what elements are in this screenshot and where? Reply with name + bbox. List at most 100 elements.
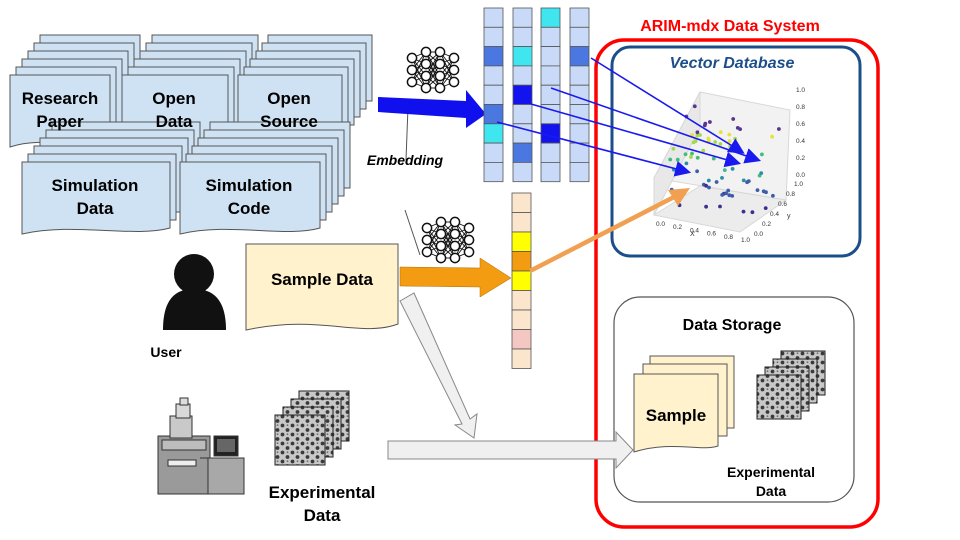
scatter-point (695, 155, 700, 160)
vector-cell (540, 65, 561, 86)
simulation-data-line1: Simulation (52, 176, 139, 195)
sample-data-label: Sample Data (271, 270, 374, 289)
scatter-point (690, 133, 694, 137)
y-tick-label: 1.0 (794, 181, 803, 188)
storage-sample-label: Sample (646, 406, 706, 425)
scatter-point (730, 194, 735, 198)
z-tick-label: 0.0 (796, 172, 805, 179)
vector-cell (569, 161, 590, 183)
scatter-point (668, 157, 673, 162)
z-tick-label: 1.0 (796, 87, 805, 94)
scatter-point (714, 180, 719, 184)
vector-cell (512, 65, 533, 86)
scatter-point (718, 204, 722, 209)
scatter-point (738, 127, 742, 131)
vector-cell (511, 290, 532, 311)
simulation-code-line1: Simulation (206, 176, 293, 195)
scatter-point (755, 188, 760, 193)
experimental-data-line2: Data (304, 506, 341, 525)
y-tick-label: 0.4 (770, 211, 779, 218)
scatter-point (718, 130, 723, 135)
research-paper-line2: Paper (36, 112, 84, 131)
storage-experimental-line2: Data (756, 483, 787, 499)
scatter-point (704, 183, 708, 188)
scatter-point (763, 206, 768, 211)
vector-cell (483, 123, 504, 144)
vector-cell (511, 212, 532, 233)
embedding-vector-column (569, 7, 590, 183)
scatter-point (701, 148, 706, 153)
vector-cell (569, 46, 590, 67)
scatter-point (711, 156, 716, 161)
document-stack (121, 34, 259, 148)
embedding-vector-column (483, 7, 504, 183)
scatter-point (713, 140, 718, 144)
vector-cell (540, 26, 561, 47)
vector-mapping-arrows (496, 57, 762, 177)
scatter-point (702, 123, 707, 128)
scatter-point (727, 193, 732, 198)
y-tick-label: 0.6 (778, 201, 787, 208)
scatter-point (726, 188, 731, 193)
embedding-leader-line (405, 106, 409, 161)
scatter-point (731, 117, 736, 121)
vector-cell (483, 26, 504, 47)
system-border (594, 38, 880, 529)
x-tick-label: 1.0 (741, 237, 750, 244)
document-stack (179, 121, 351, 235)
scatter-point (683, 152, 688, 157)
scatter-point (771, 193, 775, 198)
scatter-point (733, 136, 737, 141)
scatter-point (695, 169, 699, 174)
scatter-point (759, 171, 764, 176)
scatter-point (722, 168, 727, 173)
research-paper-line1: Research (22, 89, 99, 108)
x-tick-label: 0.4 (690, 227, 699, 234)
open-source-line2: Source (260, 112, 318, 131)
vector-cell (512, 161, 533, 183)
vector-cell (540, 161, 561, 183)
experimental-image-stack (274, 390, 350, 466)
scatter-point (730, 167, 735, 171)
storage-experimental-line1: Experimental (727, 464, 815, 480)
data-storage-title: Data Storage (683, 317, 782, 334)
z-tick-label: 0.6 (796, 121, 805, 128)
scatter-point (698, 133, 702, 137)
scatter-point (707, 185, 711, 190)
sample-storage-arrow (399, 292, 478, 439)
vector-cell (511, 251, 532, 272)
vector-cell (512, 7, 533, 28)
embedding-vector-column (540, 7, 561, 183)
scatter-point (695, 130, 700, 135)
system-title: ARIM-mdx Data System (640, 18, 820, 35)
experimental-image-stack (756, 350, 826, 420)
vector-cell (483, 104, 504, 125)
vector-cell (512, 84, 533, 105)
vector-cell (540, 46, 561, 67)
z-tick-label: 0.4 (796, 138, 805, 145)
embedding-arrow (378, 90, 486, 128)
vector-cell (483, 142, 504, 163)
scatter-point (761, 189, 766, 194)
neural-network-icon (421, 216, 475, 264)
vector-cell (569, 123, 590, 144)
scatter-point (691, 140, 696, 145)
vector-cell (483, 46, 504, 67)
scatter-point (741, 178, 746, 183)
vector-cell (483, 7, 504, 28)
vector-cell (569, 7, 590, 28)
source-documents (9, 34, 373, 235)
scatter-point (675, 157, 680, 162)
vector-cell (540, 84, 561, 105)
scatter-point (720, 176, 724, 180)
vector-cell (511, 231, 532, 252)
z-tick-label: 0.2 (796, 155, 805, 162)
y-tick-label: 0.2 (762, 221, 771, 228)
experimental-image-stacks (274, 350, 826, 466)
sample-data-document (245, 243, 399, 331)
sample-leader-line (404, 209, 421, 256)
document-stack (21, 121, 201, 235)
vector-cell (483, 65, 504, 86)
vector-cell (569, 26, 590, 47)
